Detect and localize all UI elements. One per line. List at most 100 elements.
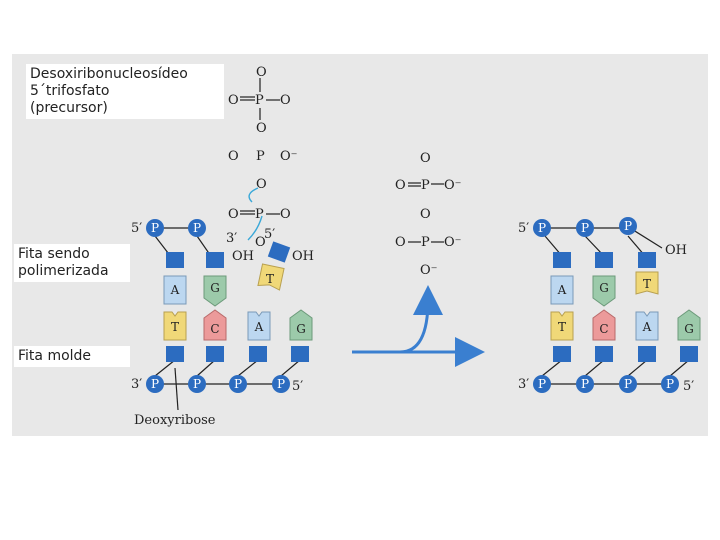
chem-o: O (420, 207, 431, 222)
chem-o-minus: O⁻ (420, 263, 438, 278)
phosphate-letter: P (666, 377, 674, 391)
sugar (166, 346, 184, 362)
base-letter: A (557, 283, 567, 297)
base-letter: T (558, 320, 566, 334)
base-letter: C (210, 322, 219, 336)
chem-o-minus: O⁻ (444, 178, 462, 193)
phosphate (272, 375, 290, 393)
bottom-link (627, 359, 648, 377)
phosphate (146, 375, 164, 393)
chem-o: O (256, 121, 267, 136)
base-g (289, 309, 313, 341)
base-letter: C (599, 322, 608, 336)
chem-o: O (228, 93, 239, 108)
base-a (163, 275, 187, 305)
sugar (206, 252, 224, 268)
sugar (638, 346, 656, 362)
three-prime-label: 3′ (226, 231, 237, 246)
base-t (550, 311, 574, 341)
phosphate-letter: P (538, 221, 546, 235)
phosphate (188, 219, 206, 237)
phosphate-letter: P (624, 377, 632, 391)
sugar (680, 346, 698, 362)
incoming-base-t (257, 263, 285, 291)
base-c (203, 309, 227, 341)
base-g (592, 275, 616, 307)
base-letter: G (296, 322, 306, 336)
phosphate-letter: P (538, 377, 546, 391)
sugar (249, 346, 267, 362)
bottom-link (280, 359, 301, 377)
bottom-link (669, 359, 690, 377)
release-arrow (352, 285, 443, 354)
chem-p: P (421, 178, 430, 193)
chem-o: O (395, 235, 406, 250)
phosphate (533, 219, 551, 237)
chem-o: O (255, 235, 266, 250)
sugar (553, 252, 571, 268)
base-letter: G (599, 281, 609, 295)
chem-o: O (228, 207, 239, 222)
bottom-link (584, 359, 605, 377)
base-g (203, 275, 227, 307)
phosphate-letter: P (193, 221, 201, 235)
bottom-link (237, 359, 259, 377)
three-prime-label: 3′ (518, 377, 529, 392)
base-letter: G (210, 281, 220, 295)
phosphate-letter: P (151, 221, 159, 235)
phosphate (661, 375, 679, 393)
chem-o: O (228, 149, 239, 164)
precursor-label: Desoxiribonucleosídeo 5´trifosfato (prec… (26, 64, 224, 119)
sugar (595, 346, 613, 362)
phosphate-letter: P (151, 377, 159, 391)
template-strand-label: Fita molde (14, 346, 130, 367)
sugar (638, 252, 656, 268)
phosphate (533, 375, 551, 393)
chem-p: P (255, 207, 264, 222)
chem-oh: OH (665, 243, 687, 258)
chem-p: P (256, 149, 265, 164)
base-a (635, 311, 659, 341)
chem-o: O (256, 177, 267, 192)
five-prime-label: 5′ (264, 227, 275, 242)
sugar (206, 346, 224, 362)
base-a (550, 275, 574, 305)
chem-o: O (420, 151, 431, 166)
five-prime-label: 5′ (292, 379, 303, 394)
three-prime-label: 3′ (131, 377, 142, 392)
phosphate (619, 375, 637, 393)
phosphate (146, 219, 164, 237)
chem-oh: OH (232, 249, 254, 264)
phosphate (188, 375, 206, 393)
bottom-link (196, 359, 216, 377)
base-letter: A (170, 283, 180, 297)
phosphate-letter: P (581, 377, 589, 391)
phosphate-letter: P (193, 377, 201, 391)
attack-arrow (248, 187, 259, 203)
chem-o: O (256, 65, 267, 80)
chem-o-minus: O⁻ (280, 149, 298, 164)
base-letter: A (254, 320, 264, 334)
five-prime-label: 5′ (131, 221, 142, 236)
base-letter: A (642, 320, 652, 334)
bottom-link (154, 359, 176, 377)
phosphate-letter: P (624, 219, 632, 233)
phosphate (576, 375, 594, 393)
deoxyribose-pointer (174, 367, 179, 411)
base-g (677, 309, 701, 341)
five-prime-label: 5′ (518, 221, 529, 236)
chem-p: P (421, 235, 430, 250)
base-t (635, 271, 659, 295)
growing-strand-label: Fita sendo polimerizada (14, 244, 130, 282)
bottom-link (541, 359, 563, 377)
sugar (166, 252, 184, 268)
sugar (553, 346, 571, 362)
chem-o: O (280, 207, 291, 222)
incoming-sugar (267, 241, 291, 263)
sugar (291, 346, 309, 362)
chem-o-minus: O⁻ (444, 235, 462, 250)
attack-arrow (247, 215, 263, 241)
top-backbone-bond (629, 227, 663, 249)
phosphate-letter: P (277, 377, 285, 391)
